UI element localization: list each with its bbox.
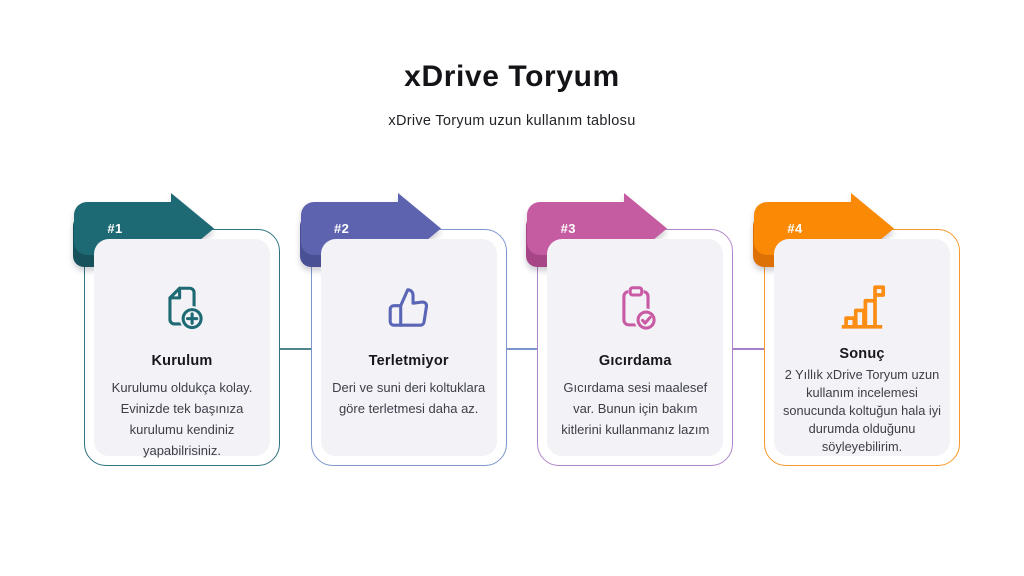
header: xDrive Toryum xDrive Toryum uzun kullanı… bbox=[0, 0, 1024, 129]
step-panel: Terletmiyor Deri ve suni deri koltuklara… bbox=[320, 239, 497, 456]
step-description: Kurulumu oldukça kolay. Evinizde tek baş… bbox=[111, 380, 253, 458]
connector-line bbox=[280, 348, 311, 350]
bar-chart-flag-icon bbox=[774, 281, 950, 335]
page-subtitle: xDrive Toryum uzun kullanım tablosu bbox=[388, 113, 636, 129]
step-card-terletmiyor: #2 Terletmiyor Deri ve suni deri koltukl… bbox=[299, 193, 507, 466]
step-card-sonuc: #4 Sonuç 2 Yıllık xDrive Toryum uzun kul… bbox=[753, 193, 960, 466]
page-title: xDrive Toryum bbox=[404, 60, 620, 93]
step-panel: Gıcırdama Gıcırdama sesi maalesef var. B… bbox=[547, 239, 724, 456]
step-description: Deri ve suni deri koltuklara göre terlet… bbox=[332, 380, 486, 416]
step-title: Sonuç bbox=[839, 346, 885, 362]
clipboard-check-icon bbox=[547, 281, 723, 335]
step-number: #4 bbox=[787, 221, 803, 236]
thumbs-up-icon bbox=[321, 281, 497, 335]
step-number: #3 bbox=[560, 221, 576, 236]
document-add-icon bbox=[94, 281, 270, 335]
connector-line bbox=[506, 348, 538, 350]
steps-row: #1 Kurulum Kurulumu oldukça kolay. Evini… bbox=[73, 193, 960, 489]
step-card-kurulum: #1 Kurulum Kurulumu oldukça kolay. Evini… bbox=[73, 193, 280, 466]
step-title: Gıcırdama bbox=[598, 353, 672, 369]
step-description: Gıcırdama sesi maalesef var. Bunun için … bbox=[561, 380, 710, 437]
connector-line bbox=[733, 348, 764, 350]
step-card-gicirdama: #3 Gıcırdama Gıcırdama sesi maalesef var… bbox=[526, 193, 734, 466]
step-title: Kurulum bbox=[151, 353, 213, 369]
step-panel: Sonuç 2 Yıllık xDrive Toryum uzun kullan… bbox=[774, 239, 950, 456]
step-number: #2 bbox=[334, 221, 350, 236]
step-panel: Kurulum Kurulumu oldukça kolay. Evinizde… bbox=[94, 239, 270, 458]
step-title: Terletmiyor bbox=[368, 353, 449, 369]
step-number: #1 bbox=[107, 221, 123, 236]
step-description: 2 Yıllık xDrive Toryum uzun kullanım inc… bbox=[783, 367, 941, 454]
